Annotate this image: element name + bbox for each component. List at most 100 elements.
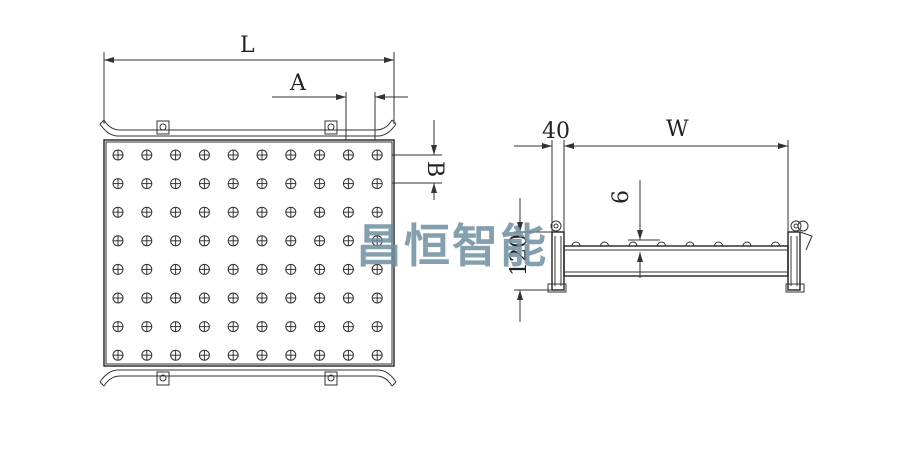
ball-transfer-unit xyxy=(141,206,153,218)
side-handle-left xyxy=(550,220,562,232)
ball-transfer-unit xyxy=(314,349,326,361)
ball-transfer-unit xyxy=(170,292,182,304)
ball-transfer-unit xyxy=(112,206,124,218)
ball-transfer-unit xyxy=(112,263,124,275)
ball-transfer-unit xyxy=(285,149,297,161)
ball-transfer-unit xyxy=(198,206,210,218)
ball-transfer-unit xyxy=(285,349,297,361)
ball-transfer-unit xyxy=(170,321,182,333)
ball-transfer-unit xyxy=(314,263,326,275)
dimension-6: 6 xyxy=(609,180,660,278)
ball-transfer-unit xyxy=(141,178,153,190)
dimension-w: W xyxy=(564,117,789,232)
ball-transfer-unit xyxy=(227,178,239,190)
ball-transfer-unit xyxy=(141,321,153,333)
ball-transfer-unit xyxy=(256,292,268,304)
ball-transfer-unit xyxy=(170,349,182,361)
side-roller-bump xyxy=(742,241,752,247)
side-frame-left xyxy=(551,231,565,291)
ball-transfer-unit xyxy=(285,321,297,333)
ball-transfer-unit xyxy=(371,292,383,304)
ball-transfer-unit xyxy=(342,321,354,333)
ball-transfer-unit xyxy=(170,263,182,275)
ball-transfer-unit xyxy=(371,349,383,361)
ball-transfer-unit xyxy=(170,178,182,190)
ball-transfer-unit xyxy=(256,349,268,361)
ball-transfer-unit xyxy=(198,178,210,190)
dimension-120-label: 120 xyxy=(507,234,532,276)
ball-transfer-unit xyxy=(256,206,268,218)
ball-transfer-unit xyxy=(285,178,297,190)
ball-transfer-unit xyxy=(314,321,326,333)
ball-transfer-unit xyxy=(141,263,153,275)
ball-transfer-unit xyxy=(227,349,239,361)
ball-transfer-unit xyxy=(112,235,124,247)
ball-transfer-unit xyxy=(141,292,153,304)
dimension-l: L xyxy=(103,33,395,124)
ball-transfer-unit xyxy=(371,149,383,161)
side-roller-bump xyxy=(657,241,666,247)
ball-transfer-unit xyxy=(198,235,210,247)
ball-transfer-unit xyxy=(198,292,210,304)
dimension-a: A xyxy=(272,71,408,140)
dimension-w-label: W xyxy=(666,117,689,142)
ball-transfer-unit xyxy=(141,149,153,161)
ball-transfer-unit xyxy=(170,235,182,247)
ball-transfer-unit xyxy=(342,263,354,275)
ball-transfer-unit xyxy=(371,263,383,275)
dimension-a-label: A xyxy=(289,71,307,96)
ball-transfer-unit xyxy=(342,349,354,361)
ball-transfer-unit xyxy=(141,349,153,361)
side-rollers xyxy=(571,241,780,247)
ball-transfer-unit xyxy=(285,263,297,275)
ball-transfer-unit xyxy=(227,149,239,161)
ball-transfer-unit xyxy=(170,206,182,218)
dimension-6-label: 6 xyxy=(609,190,634,204)
ball-transfer-unit xyxy=(285,292,297,304)
ball-transfer-unit xyxy=(342,206,354,218)
ball-transfer-unit xyxy=(170,149,182,161)
ball-transfer-unit xyxy=(314,292,326,304)
ball-transfer-unit xyxy=(314,206,326,218)
ball-transfer-unit xyxy=(256,263,268,275)
ball-transfer-unit xyxy=(342,149,354,161)
top-view: L A B xyxy=(99,33,447,387)
ball-transfer-unit xyxy=(256,235,268,247)
ball-transfer-unit xyxy=(112,321,124,333)
ball-grid xyxy=(112,149,383,361)
ball-transfer-unit xyxy=(198,321,210,333)
ball-transfer-unit xyxy=(227,321,239,333)
dimension-120: 120 xyxy=(507,198,552,322)
dimension-40: 40 xyxy=(514,119,574,232)
side-view: 40 W 6 120 xyxy=(507,117,813,322)
side-frame-right xyxy=(787,231,801,291)
dimension-b-label: B xyxy=(422,161,447,177)
ball-transfer-unit xyxy=(112,149,124,161)
dimension-40-label: 40 xyxy=(542,119,570,144)
ball-transfer-unit xyxy=(342,235,354,247)
ball-transfer-unit xyxy=(285,235,297,247)
ball-transfer-unit xyxy=(371,235,383,247)
dimension-b: B xyxy=(392,120,447,200)
side-roller-bump xyxy=(571,241,581,247)
ball-transfer-unit xyxy=(371,206,383,218)
ball-transfer-unit xyxy=(198,349,210,361)
ball-transfer-unit xyxy=(227,206,239,218)
ball-transfer-unit xyxy=(227,292,239,304)
ball-transfer-unit xyxy=(112,178,124,190)
ball-transfer-unit xyxy=(141,235,153,247)
top-handle-rail xyxy=(99,119,397,137)
bottom-handle-rail xyxy=(99,369,397,387)
ball-transfer-unit xyxy=(371,321,383,333)
ball-plate-inner-outline xyxy=(105,141,393,365)
dimension-l-label: L xyxy=(240,33,255,58)
ball-transfer-unit xyxy=(342,292,354,304)
ball-transfer-unit xyxy=(112,292,124,304)
side-handle xyxy=(790,220,813,251)
side-roller-bump xyxy=(714,241,723,247)
ball-transfer-unit xyxy=(314,235,326,247)
ball-transfer-unit xyxy=(342,178,354,190)
ball-transfer-unit xyxy=(198,263,210,275)
ball-transfer-unit xyxy=(314,149,326,161)
